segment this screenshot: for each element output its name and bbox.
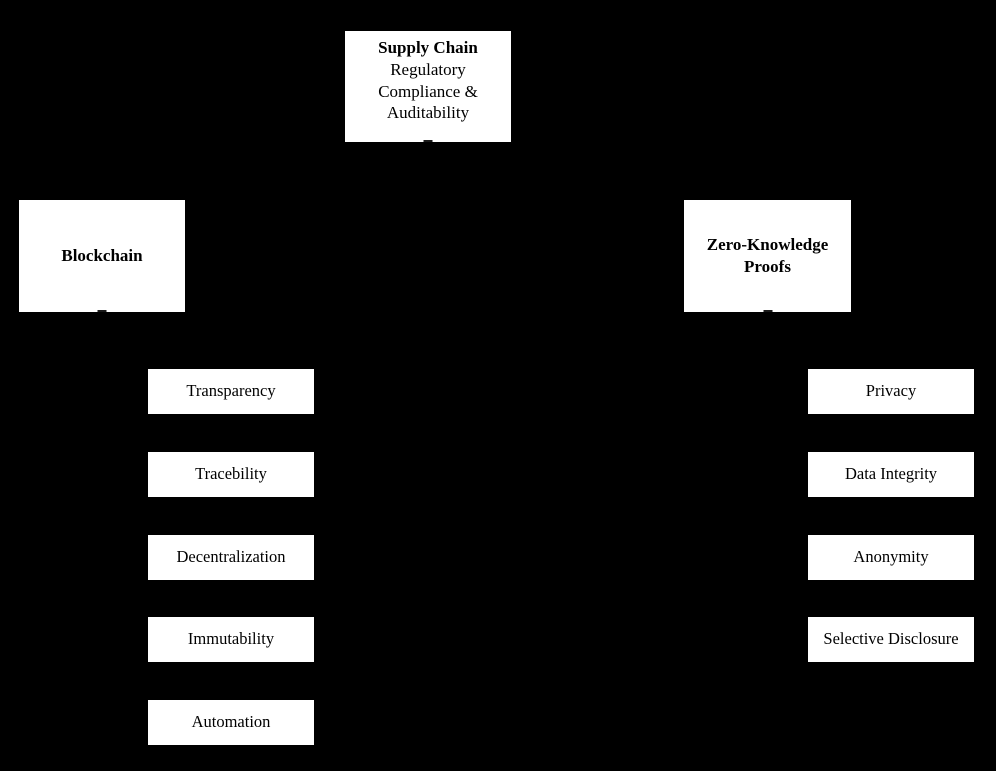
node-attribute-tracebility[interactable]: Tracebility [148,452,314,497]
node-attribute-immutability[interactable]: Immutability [148,617,314,662]
node-attribute-transparency[interactable]: Transparency [148,369,314,414]
node-attribute-decentralization[interactable]: Decentralization [148,535,314,580]
clipped-text-indicator [423,140,433,142]
node-zero-knowledge-proofs-title: Zero-Knowledge Proofs [706,234,829,276]
node-blockchain-title: Blockchain [61,245,143,265]
node-attribute-automation[interactable]: Automation [148,700,314,745]
clipped-text-indicator [97,310,107,312]
node-blockchain[interactable]: Blockchain [19,200,185,312]
node-supply-chain[interactable]: Supply Chain Regulatory Compliance & Aud… [345,31,511,142]
node-attribute-data-integrity[interactable]: Data Integrity [808,452,974,497]
node-attribute-privacy[interactable]: Privacy [808,369,974,414]
node-zero-knowledge-proofs[interactable]: Zero-Knowledge Proofs [684,200,851,312]
node-attribute-anonymity[interactable]: Anonymity [808,535,974,580]
node-supply-chain-title: Supply Chain [378,38,478,57]
node-supply-chain-subtitle: Regulatory Compliance & Auditability [378,59,478,123]
node-attribute-selective-disclosure[interactable]: Selective Disclosure [808,617,974,662]
clipped-text-indicator [763,310,772,312]
